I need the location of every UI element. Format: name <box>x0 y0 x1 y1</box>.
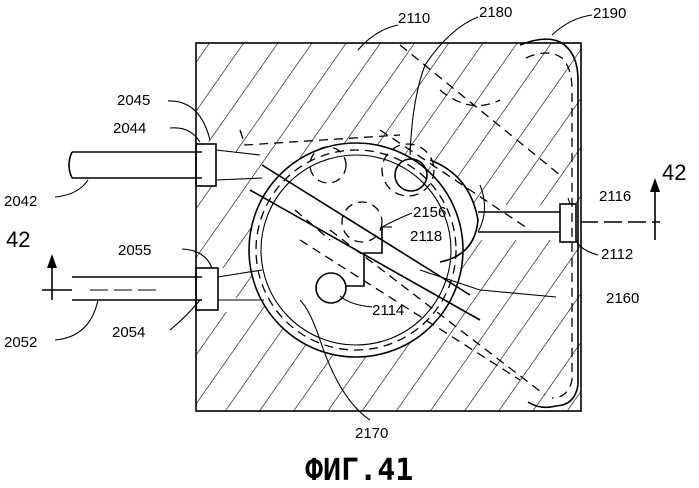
label-2042: 2042 <box>4 193 37 210</box>
label-2156: 2156 <box>413 204 446 221</box>
section-mark-right: 42 <box>580 160 686 240</box>
label-2170: 2170 <box>355 425 388 442</box>
label-2118: 2118 <box>410 228 442 245</box>
figure-caption: ФИГ.41 <box>305 453 413 488</box>
label-2112: 2112 <box>601 246 633 263</box>
label-2044: 2044 <box>113 120 146 137</box>
label-2054: 2054 <box>112 324 145 341</box>
section-label-left: 42 <box>6 227 30 252</box>
section-mark-left: 42 <box>6 227 72 300</box>
label-2110: 2110 <box>398 10 430 27</box>
label-2114: 2114 <box>372 302 404 319</box>
label-2116: 2116 <box>599 188 631 205</box>
label-2055: 2055 <box>118 242 151 259</box>
label-2045: 2045 <box>117 92 150 109</box>
label-2180: 2180 <box>479 4 512 21</box>
label-2190: 2190 <box>593 5 626 22</box>
section-label-right: 42 <box>662 160 686 185</box>
label-2160: 2160 <box>606 290 639 307</box>
label-2052: 2052 <box>4 334 37 351</box>
